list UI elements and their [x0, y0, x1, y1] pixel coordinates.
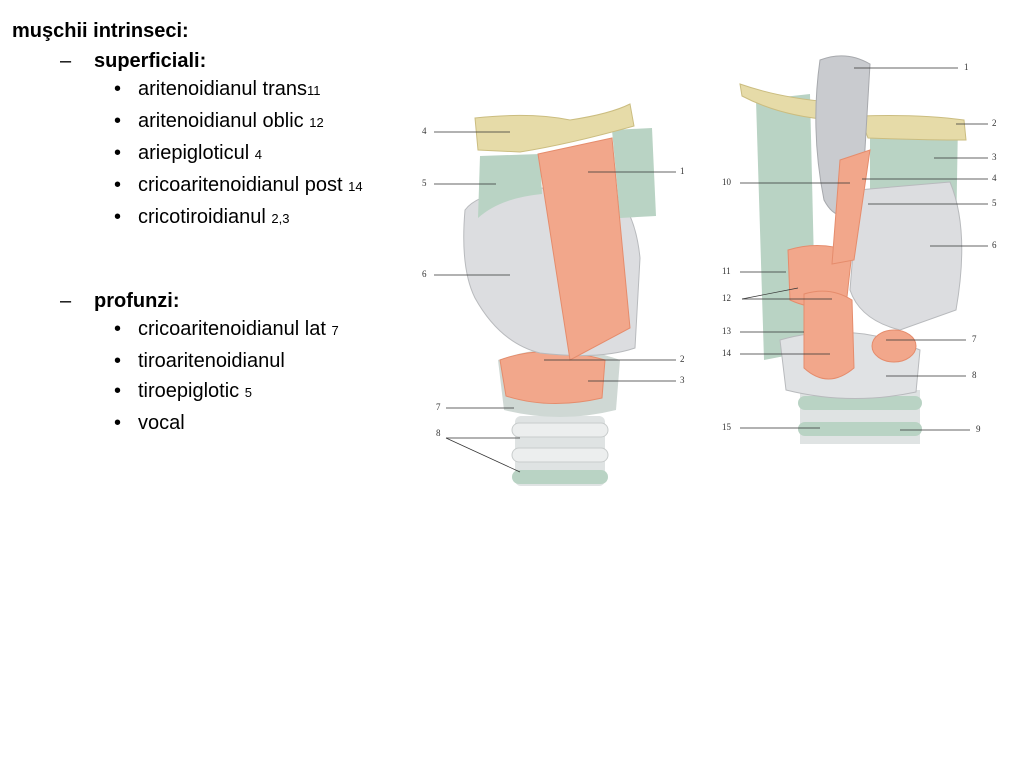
hyoid-right — [859, 115, 967, 141]
list-item: • cricotiroidianul 2,3 — [12, 202, 412, 234]
dash-marker: – — [60, 50, 72, 72]
figure-label: 10 — [722, 177, 732, 187]
membrane-right — [612, 128, 656, 218]
item-number: 4 — [254, 147, 262, 162]
list-item: • aritenoidianul oblic 12 — [12, 106, 412, 138]
figure-label: 8 — [972, 370, 977, 380]
figure-label: 1 — [680, 166, 685, 176]
slide-heading: muşchii intrinseci: — [12, 20, 189, 42]
larynx-illustration-anterior: 4 5 6 7 8 1 2 3 — [422, 103, 685, 486]
item-label: tiroepiglotic — [138, 380, 240, 402]
figure-label: 1 — [964, 62, 969, 72]
section-title: superficiali: — [94, 50, 207, 72]
larynx-figure-posterior: 10 11 12 13 14 15 1 2 3 4 5 6 7 8 9 — [720, 50, 1004, 444]
item-number: 11 — [307, 83, 321, 98]
figure-label: 6 — [992, 240, 997, 250]
trachea-ring — [511, 447, 609, 463]
list-item: • ariepigloticul 4 — [12, 138, 412, 170]
figure-label: 3 — [680, 375, 685, 385]
item-number: 7 — [331, 323, 339, 338]
figure-label: 6 — [422, 269, 427, 279]
list-item: • tiroepiglotic 5 — [12, 376, 412, 408]
section-head-superficiali: – superficiali: — [12, 48, 412, 74]
figure-label: 12 — [722, 293, 731, 303]
item-label: ariepigloticul — [138, 142, 250, 164]
list-profunzi: • cricoaritenoidianul lat 7 • tiroaritenoi… — [12, 314, 412, 438]
bullet: • — [114, 78, 122, 100]
item-number: 12 — [309, 115, 324, 130]
figure-label: 7 — [972, 334, 977, 344]
item-label: vocal — [138, 412, 185, 434]
item-number: 14 — [348, 179, 363, 194]
aryepiglottic-muscle — [831, 149, 871, 265]
bullet: • — [114, 174, 122, 196]
figure-label: 15 — [722, 422, 732, 432]
item-label: cricotiroidianul — [138, 206, 266, 228]
list-item: • tiroaritenoidianul — [12, 346, 412, 376]
bullet: • — [114, 318, 122, 340]
thyroid-lamina — [849, 181, 963, 331]
trachea-ring — [511, 422, 609, 438]
leader-line — [741, 287, 799, 300]
item-number: 5 — [244, 385, 252, 400]
figure-label: 5 — [992, 198, 997, 208]
dash-marker: – — [60, 290, 72, 312]
figure-label: 2 — [992, 118, 997, 128]
figure-label: 4 — [422, 126, 427, 136]
thyrohyoid-membrane — [478, 154, 542, 218]
item-label: aritenoidianul oblic — [138, 110, 304, 132]
list-item: • cricoaritenoidianul post 14 — [12, 170, 412, 202]
posterior-cricoarytenoid-muscle — [803, 290, 855, 380]
trachea-ring — [798, 396, 922, 410]
bullet: • — [114, 350, 122, 372]
cricothyroid-muscle — [499, 351, 606, 404]
list-superficiali: • aritenoidianul trans11 • aritenoidianul … — [12, 74, 412, 234]
larynx-figure-anterior: 4 5 6 7 8 1 2 3 — [420, 98, 710, 486]
figure-label: 4 — [992, 173, 997, 183]
figure-label: 2 — [680, 354, 685, 364]
bullet: • — [114, 412, 122, 434]
list-item: • vocal — [12, 408, 412, 438]
section-title: profunzi: — [94, 290, 180, 312]
item-label: tiroaritenoidianul — [138, 350, 285, 372]
text-block: muşchii intrinseci: – superficiali: • ari… — [12, 18, 412, 438]
figure-label: 3 — [992, 152, 997, 162]
item-label: aritenoidianul trans — [138, 78, 307, 100]
lateral-cricoarytenoid-muscle — [871, 329, 917, 363]
section-head-profunzi: – profunzi: — [12, 288, 412, 314]
list-item: • cricoaritenoidianul lat 7 — [12, 314, 412, 346]
leader-line — [445, 437, 521, 473]
larynx-illustration-posterior: 10 11 12 13 14 15 1 2 3 4 5 6 7 8 9 — [722, 55, 997, 444]
figure-label: 9 — [976, 424, 981, 434]
item-number: 2,3 — [271, 211, 290, 226]
section-profunzi: – profunzi: • cricoaritenoidianul lat 7 •… — [12, 288, 412, 438]
section-superficiali: – superficiali: • aritenoidianul trans11 … — [12, 48, 412, 234]
thyrohyoid-muscle — [537, 137, 631, 361]
bullet: • — [114, 142, 122, 164]
figure-label: 13 — [722, 326, 732, 336]
trachea-ring — [798, 422, 922, 436]
bullet: • — [114, 380, 122, 402]
figure-label: 8 — [436, 428, 441, 438]
figure-label: 14 — [722, 348, 732, 358]
item-label: cricoaritenoidianul lat — [138, 318, 326, 340]
bullet: • — [114, 110, 122, 132]
list-item: • aritenoidianul trans11 — [12, 74, 412, 106]
figure-label: 7 — [436, 402, 441, 412]
figure-label: 5 — [422, 178, 427, 188]
figure-label: 11 — [722, 266, 731, 276]
hyoid-bone — [474, 103, 635, 153]
trachea-ring — [512, 470, 608, 484]
bullet: • — [114, 206, 122, 228]
item-label: cricoaritenoidianul post — [138, 174, 343, 196]
